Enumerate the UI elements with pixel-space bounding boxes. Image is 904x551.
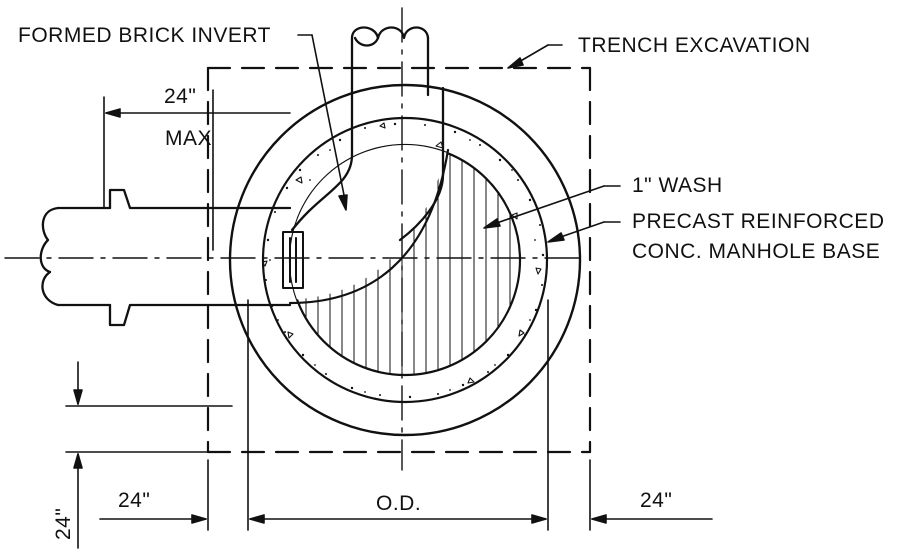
formed-brick-invert-label: FORMED BRICK INVERT [18, 24, 271, 47]
dim-od [249, 514, 547, 524]
dim-top-label: 24" [164, 85, 196, 108]
dim-top-24-max [103, 89, 291, 251]
manhole-base-outer-circle [228, 83, 582, 437]
precast-label-line1: PRECAST REINFORCED [632, 210, 884, 233]
dim-vertical-24 [65, 361, 233, 549]
max-label: MAX [165, 127, 212, 150]
precast-label-line2: CONC. MANHOLE BASE [632, 240, 880, 263]
precast-leader [547, 221, 621, 243]
dim-bottom-extension-lines [207, 299, 591, 531]
trench-excavation-outline [206, 66, 592, 454]
dim-bottom-left-label: 24" [118, 489, 150, 512]
od-label: O.D. [376, 492, 421, 515]
center-lines [4, 7, 581, 471]
dim-bottom-right-24 [591, 514, 713, 524]
invert-channel-curve [288, 148, 450, 305]
trench-excavation-label: TRENCH EXCAVATION [578, 34, 811, 57]
dim-bottom-left-24 [99, 514, 207, 524]
dim-vertical-label: 24" [52, 508, 75, 540]
brick-invert-box [282, 231, 304, 289]
formed-brick-invert-leader [297, 34, 348, 211]
wash-label: 1" WASH [632, 174, 723, 197]
wash-leader [483, 185, 621, 229]
inlet-pipe-top [290, 26, 445, 242]
bench-unhatched-area [290, 145, 450, 300]
dim-bottom-right-label: 24" [640, 489, 672, 512]
concrete-stipple [265, 122, 545, 399]
trench-excavation-leader [507, 44, 563, 69]
outlet-pipe-left [39, 188, 292, 327]
